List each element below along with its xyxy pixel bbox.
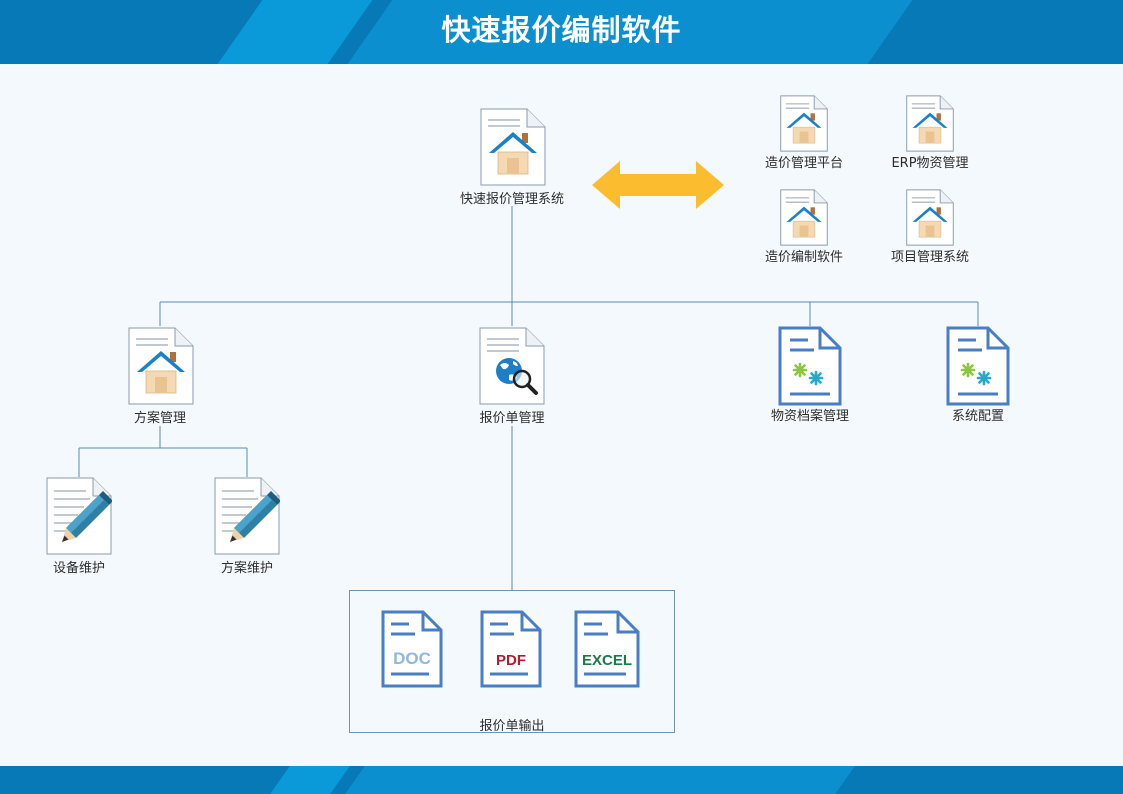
node-cost-software[interactable]	[780, 189, 828, 246]
pencil-document-icon	[46, 477, 112, 555]
doc-format-label: DOC	[393, 649, 431, 668]
page-title: 快速报价编制软件	[441, 13, 682, 47]
double-arrow-icon	[592, 161, 724, 209]
excel-format[interactable]: EXCEL	[574, 610, 640, 688]
node-scheme-maint-label: 方案维护	[220, 561, 274, 576]
node-system-config-label: 系统配置	[951, 409, 1005, 424]
node-cost-software-label: 造价编制软件	[764, 250, 844, 265]
node-main-system-label: 快速报价管理系统	[459, 192, 565, 207]
house-document-icon	[480, 108, 546, 186]
house-document-icon	[906, 95, 954, 152]
node-device-maint[interactable]	[46, 477, 112, 555]
globe-search-document-icon	[479, 327, 545, 405]
excel-file-icon: EXCEL	[574, 610, 640, 688]
node-device-maint-label: 设备维护	[52, 561, 106, 576]
node-system-config[interactable]	[946, 326, 1010, 406]
doc-file-icon: DOC	[381, 610, 443, 688]
pencil-document-icon	[214, 477, 280, 555]
node-scheme-mgmt-label: 方案管理	[133, 411, 187, 426]
asterisk-document-icon	[946, 326, 1010, 406]
house-document-icon	[128, 327, 194, 405]
pdf-format[interactable]: PDF	[480, 610, 542, 688]
house-document-icon	[906, 189, 954, 246]
footer-stripe	[345, 766, 855, 794]
house-document-icon	[780, 95, 828, 152]
pdf-format-label: PDF	[496, 652, 526, 669]
footer-stripe	[270, 766, 350, 794]
footer-bar	[0, 766, 1123, 794]
node-scheme-mgmt[interactable]	[128, 327, 194, 405]
node-scheme-maint[interactable]	[214, 477, 280, 555]
node-quote-mgmt-label: 报价单管理	[479, 411, 545, 426]
house-document-icon	[780, 189, 828, 246]
asterisk-document-icon	[778, 326, 842, 406]
node-cost-platform-label: 造价管理平台	[764, 156, 844, 171]
node-material-archive-label: 物资档案管理	[770, 409, 850, 424]
node-erp-material[interactable]	[906, 95, 954, 152]
node-main-system[interactable]	[480, 108, 546, 186]
header-bar: 快速报价编制软件	[0, 0, 1123, 64]
excel-format-label: EXCEL	[582, 652, 632, 669]
node-quote-mgmt[interactable]	[479, 327, 545, 405]
node-erp-material-label: ERP物资管理	[891, 156, 969, 171]
quote-output-label: 报价单输出	[479, 719, 545, 734]
node-project-mgmt-label: 项目管理系统	[890, 250, 970, 265]
node-project-mgmt[interactable]	[906, 189, 954, 246]
node-material-archive[interactable]	[778, 326, 842, 406]
doc-format[interactable]: DOC	[381, 610, 443, 688]
node-cost-platform[interactable]	[780, 95, 828, 152]
pdf-file-icon: PDF	[480, 610, 542, 688]
